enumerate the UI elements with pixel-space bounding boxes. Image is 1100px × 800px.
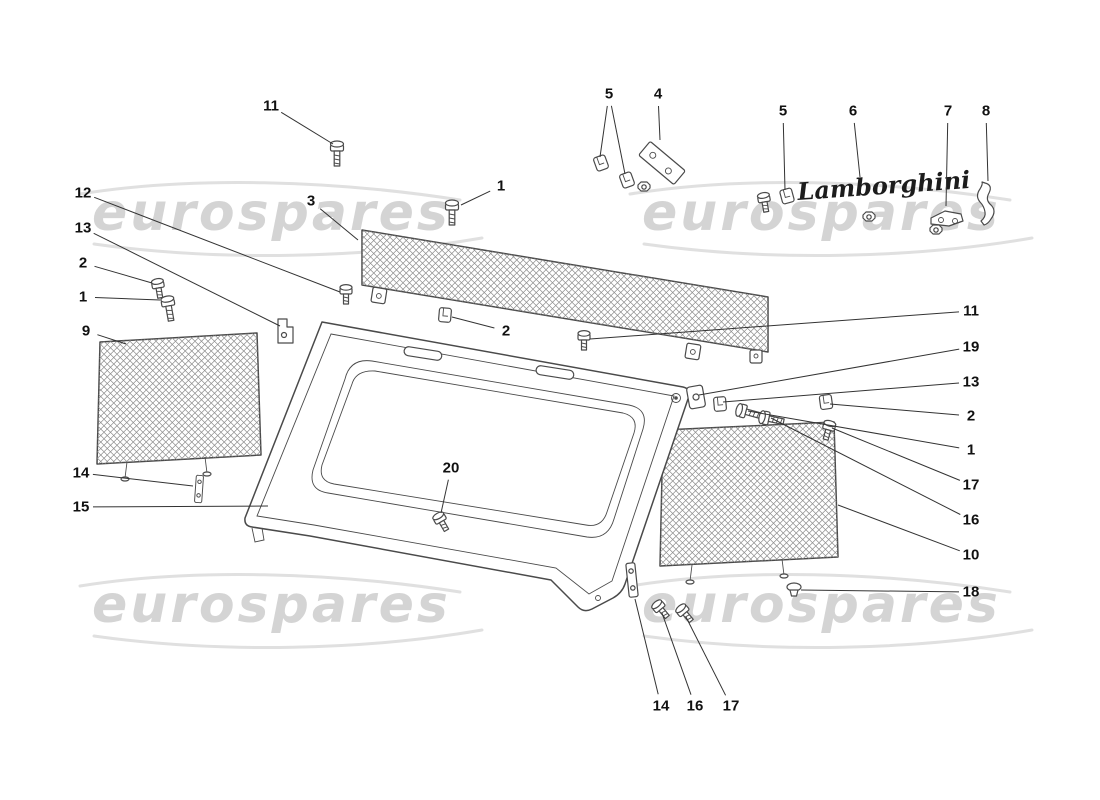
leader-line-14 xyxy=(634,598,659,695)
leader-line-17 xyxy=(685,616,727,696)
leader-line-11 xyxy=(280,111,334,145)
screw-icon xyxy=(150,277,167,300)
leader-line-16 xyxy=(661,612,692,695)
watermark-swoosh xyxy=(92,628,484,649)
watermark-text: eurospares xyxy=(92,575,451,635)
leader-line-4 xyxy=(658,105,661,141)
watermark-layer: eurospares eurospares eurospares eurospa… xyxy=(78,181,1034,649)
watermark-bottom-left: eurospares xyxy=(78,573,484,649)
left-grille-panel xyxy=(96,332,262,482)
leader-line-10 xyxy=(837,504,960,552)
clip-icon xyxy=(592,153,610,173)
leader-line-1 xyxy=(747,410,960,449)
bracket-strip-icon xyxy=(193,474,205,504)
watermark-swoosh xyxy=(628,181,1012,202)
top-grille-panel xyxy=(361,229,769,364)
nut-icon xyxy=(929,224,943,235)
watermark-text: eurospares xyxy=(642,575,1001,635)
watermark-swoosh xyxy=(642,236,1034,257)
bracket-strip-icon xyxy=(625,562,639,598)
bolt-icon xyxy=(329,140,345,167)
leader-line-15 xyxy=(92,505,269,508)
watermark-bottom-right: eurospares xyxy=(628,573,1034,649)
leader-line-5 xyxy=(610,105,626,175)
nut-icon xyxy=(637,181,651,192)
leader-line-12 xyxy=(94,196,341,293)
watermark-top-left: eurospares xyxy=(78,181,484,257)
leader-line-1 xyxy=(460,190,491,206)
leader-line-20 xyxy=(440,479,449,514)
leader-line-16 xyxy=(770,417,961,515)
bracket-plate-4 xyxy=(638,141,686,185)
clip-icon xyxy=(437,306,453,324)
leader-line-18 xyxy=(800,589,960,593)
clip-icon xyxy=(618,170,636,190)
leader-line-11 xyxy=(589,311,960,340)
leader-line-7 xyxy=(945,122,949,207)
leader-line-17 xyxy=(831,427,961,481)
screw-icon xyxy=(577,330,591,351)
hardware-layer xyxy=(150,140,995,626)
leader-line-14 xyxy=(92,473,194,487)
watermark-swoosh xyxy=(78,181,462,202)
bracket-7 xyxy=(930,210,964,227)
leader-line-13 xyxy=(93,232,281,327)
leader-line-2 xyxy=(829,403,960,416)
clip-icon xyxy=(712,395,728,413)
leader-line-2 xyxy=(94,265,153,284)
rear-body-panel xyxy=(244,321,691,612)
watermark-swoosh xyxy=(628,573,1012,594)
leader-line-9 xyxy=(97,334,127,345)
plate-icon xyxy=(685,384,707,410)
leader-line-1 xyxy=(94,297,161,301)
leader-line-5 xyxy=(782,122,786,191)
clip-icon xyxy=(818,393,834,411)
nut-icon xyxy=(862,211,876,222)
watermark-text: eurospares xyxy=(92,183,451,243)
leader-line-8 xyxy=(985,122,989,182)
leader-line-2 xyxy=(451,316,495,329)
leader-line-6 xyxy=(853,122,861,178)
right-grille-panel xyxy=(659,421,839,585)
screw-icon xyxy=(339,284,353,305)
bolt-icon xyxy=(159,294,179,323)
bracket-8 xyxy=(976,181,995,226)
leader-lines-layer xyxy=(92,105,989,696)
bracket-icon xyxy=(277,318,294,344)
watermark-swoosh xyxy=(642,628,1034,649)
watermark-swoosh xyxy=(78,573,462,594)
leader-line-19 xyxy=(698,348,960,396)
leader-line-13 xyxy=(722,382,960,403)
leader-line-3 xyxy=(319,208,359,241)
leader-line-5 xyxy=(599,105,608,158)
